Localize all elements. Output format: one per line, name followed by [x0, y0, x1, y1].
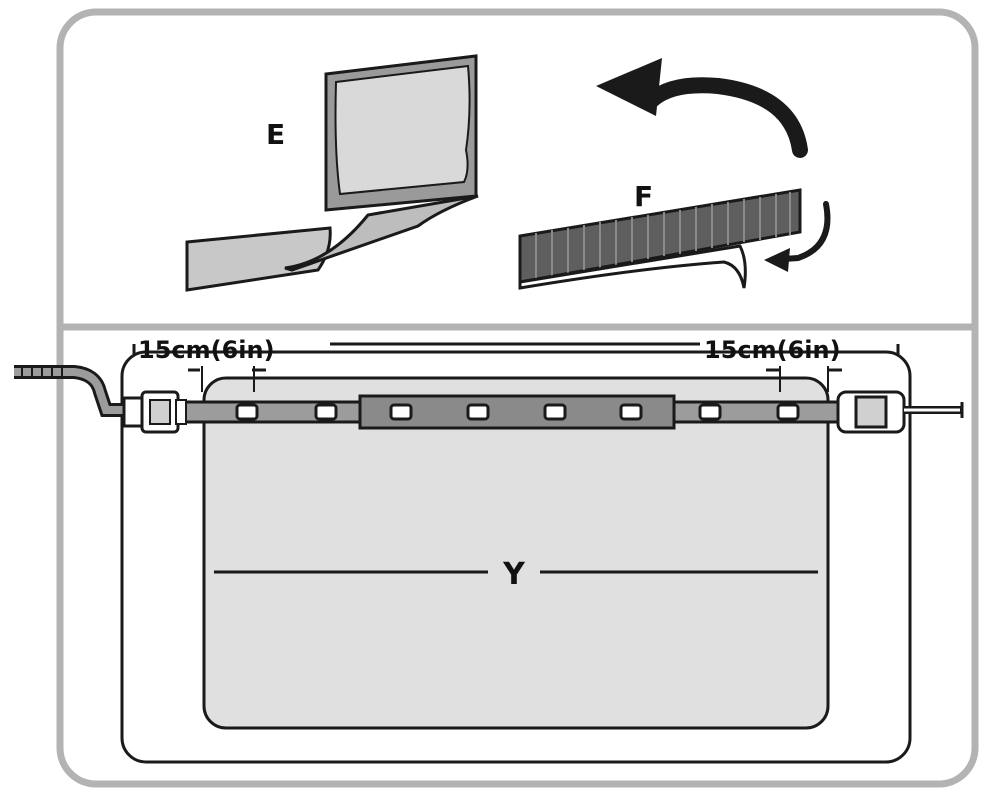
hook-strip-f: [518, 188, 802, 290]
curved-arrow-icon: [764, 201, 831, 272]
dimension-line-top: [132, 342, 900, 392]
power-connector-left: [14, 365, 187, 434]
label-f: F: [634, 180, 653, 213]
dimension-label-left: 15cm(6in): [138, 336, 275, 364]
label-e: E: [266, 118, 285, 151]
curved-arrow-icon: [596, 58, 808, 158]
dimension-label-right: 15cm(6in): [704, 336, 841, 364]
screen-panel: [202, 376, 830, 730]
end-cap-right: [836, 390, 964, 434]
adhesive-backing-e: [185, 54, 479, 292]
label-y: Y: [502, 557, 526, 592]
led-strip: [174, 394, 842, 430]
